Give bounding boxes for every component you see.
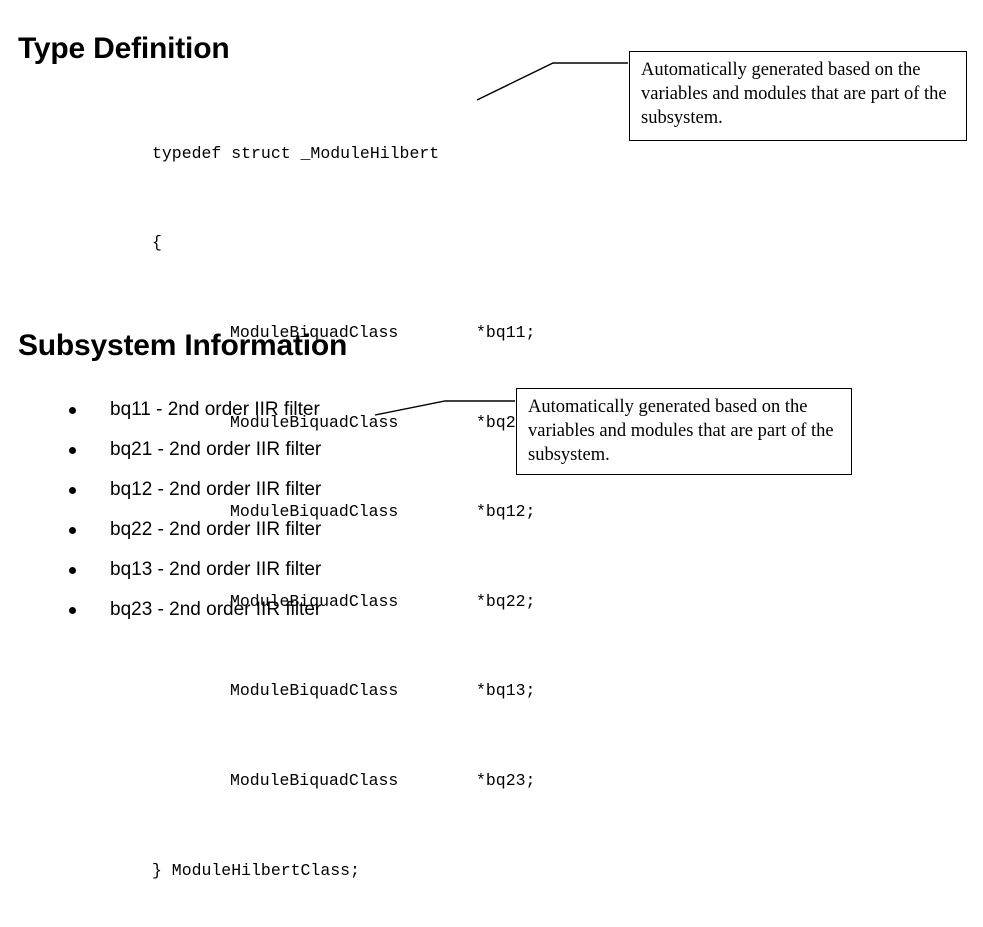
code-member-type: ModuleBiquadClass: [230, 591, 399, 611]
code-member-name: *bq22;: [476, 591, 536, 611]
code-line-typedef-header: typedef struct _ModuleHilbert: [152, 143, 535, 165]
list-item: bq13 - 2nd order IIR filter: [60, 550, 321, 590]
code-member-name: *bq23;: [476, 771, 536, 791]
bullet-dot-icon: [69, 447, 76, 454]
page-title-subsystem-information: Subsystem Information: [18, 329, 348, 362]
page-title-type-definition: Type Definition: [18, 32, 230, 65]
bullet-dot-icon: [69, 567, 76, 574]
list-item-label: bq22 - 2nd order IIR filter: [110, 519, 322, 540]
code-member-name: *bq11;: [476, 323, 536, 343]
bullet-dot-icon: [69, 607, 76, 614]
code-line-member: ModuleBiquadClass *bq22;: [152, 591, 535, 613]
code-line-member: ModuleBiquadClass *bq23;: [152, 770, 535, 792]
code-member-name: *bq13;: [476, 681, 536, 701]
code-line-close-brace: } ModuleHilbertClass;: [152, 860, 535, 882]
list-item-label: bq11 - 2nd order IIR filter: [110, 399, 320, 420]
callout-text-subsystem-information: Automatically generated based on the var…: [528, 397, 834, 465]
list-item-label: bq21 - 2nd order IIR filter: [110, 439, 322, 460]
code-line-member: ModuleBiquadClass *bq11;: [152, 322, 535, 344]
slide-canvas: Type Definition typedef struct _ModuleHi…: [18, 32, 967, 880]
code-line-member: ModuleBiquadClass *bq12;: [152, 501, 535, 523]
list-item-label: bq13 - 2nd order IIR filter: [110, 559, 322, 580]
code-line-open-brace: {: [152, 232, 535, 254]
list-item: bq22 - 2nd order IIR filter: [60, 510, 321, 550]
code-member-type: ModuleBiquadClass: [230, 323, 399, 343]
leader-line-path-type-definition: [476, 62, 628, 101]
list-item: bq21 - 2nd order IIR filter: [60, 430, 321, 470]
code-member-type: ModuleBiquadClass: [230, 681, 399, 701]
code-member-type: ModuleBiquadClass: [230, 412, 399, 432]
callout-text-type-definition: Automatically generated based on the var…: [641, 60, 947, 128]
code-text-open-brace: {: [152, 233, 162, 253]
bullet-dot-icon: [69, 487, 76, 494]
code-text-typedef-header: typedef struct _ModuleHilbert: [152, 143, 440, 163]
list-item: bq12 - 2nd order IIR filter: [60, 470, 321, 510]
code-member-type: ModuleBiquadClass: [230, 502, 399, 522]
list-item: bq23 - 2nd order IIR filter: [60, 590, 321, 630]
list-item-label: bq12 - 2nd order IIR filter: [110, 479, 322, 500]
list-item: bq11 - 2nd order IIR filter: [60, 390, 321, 430]
bullet-dot-icon: [69, 527, 76, 534]
code-line-member: ModuleBiquadClass *bq13;: [152, 680, 535, 702]
code-member-type: ModuleBiquadClass: [230, 771, 399, 791]
subsystem-bullet-list: bq11 - 2nd order IIR filter bq21 - 2nd o…: [60, 390, 321, 630]
callout-box-subsystem-information: Automatically generated based on the var…: [516, 388, 852, 475]
bullet-dot-icon: [69, 407, 76, 414]
code-text-close-brace: } ModuleHilbertClass;: [152, 860, 360, 880]
list-item-label: bq23 - 2nd order IIR filter: [110, 599, 322, 620]
callout-box-type-definition: Automatically generated based on the var…: [629, 51, 967, 141]
code-member-name: *bq12;: [476, 502, 536, 522]
